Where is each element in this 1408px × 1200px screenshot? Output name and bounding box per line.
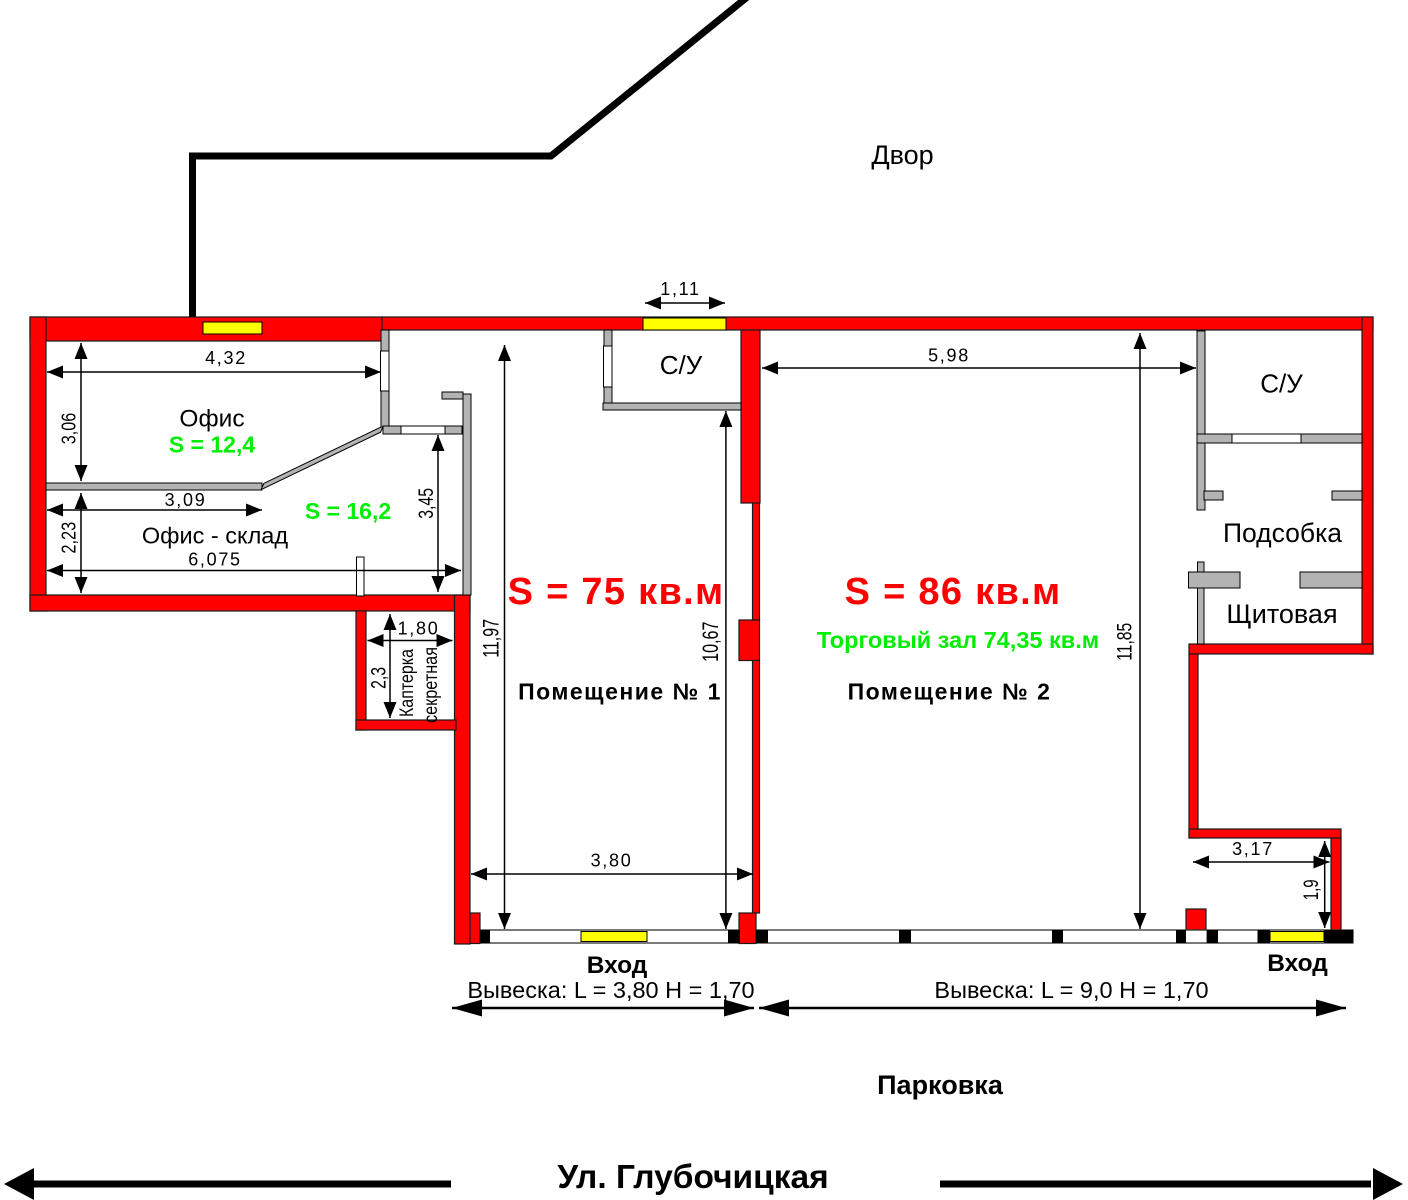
- svg-text:Ул. Глубочицкая: Ул. Глубочицкая: [557, 1159, 828, 1196]
- svg-text:3,06: 3,06: [58, 413, 80, 445]
- svg-text:Офис: Офис: [179, 406, 244, 433]
- svg-text:3,09: 3,09: [165, 490, 207, 510]
- svg-text:2,3: 2,3: [367, 667, 390, 689]
- svg-text:Помещение № 2: Помещение № 2: [848, 679, 1052, 705]
- svg-text:11,85: 11,85: [1113, 623, 1137, 661]
- svg-text:секретная: секретная: [421, 647, 442, 723]
- svg-text:6,075: 6,075: [188, 550, 242, 570]
- svg-text:1,11: 1,11: [660, 279, 701, 299]
- svg-text:Помещение № 1: Помещение № 1: [518, 679, 722, 705]
- svg-text:Парковка: Парковка: [877, 1070, 1004, 1100]
- svg-text:S = 86 кв.м: S = 86 кв.м: [845, 571, 1062, 613]
- svg-text:4,32: 4,32: [205, 348, 247, 368]
- svg-text:S = 16,2: S = 16,2: [305, 498, 391, 524]
- svg-text:10,67: 10,67: [698, 622, 723, 662]
- svg-text:3,17: 3,17: [1232, 839, 1274, 859]
- svg-text:С/У: С/У: [1260, 369, 1303, 399]
- svg-text:Щитовая: Щитовая: [1226, 599, 1337, 629]
- svg-text:Вход: Вход: [587, 952, 648, 979]
- svg-text:Двор: Двор: [871, 140, 933, 170]
- svg-text:3,45: 3,45: [415, 488, 438, 519]
- svg-text:S = 75 кв.м: S = 75 кв.м: [508, 571, 725, 613]
- svg-text:2,23: 2,23: [58, 522, 80, 554]
- svg-text:Каптерка: Каптерка: [397, 649, 418, 717]
- svg-text:1,80: 1,80: [398, 619, 440, 639]
- svg-text:Подсобка: Подсобка: [1223, 518, 1342, 548]
- svg-text:Вход: Вход: [1267, 950, 1328, 977]
- svg-text:С/У: С/У: [660, 350, 703, 380]
- svg-text:S = 12,4: S = 12,4: [169, 432, 256, 458]
- svg-text:Вывеска: L = 3,80 Н = 1,70: Вывеска: L = 3,80 Н = 1,70: [467, 977, 754, 1003]
- svg-text:3,80: 3,80: [591, 851, 633, 871]
- svg-text:5,98: 5,98: [928, 346, 970, 366]
- svg-text:11,97: 11,97: [479, 619, 504, 658]
- svg-text:Вывеска: L = 9,0 Н = 1,70: Вывеска: L = 9,0 Н = 1,70: [934, 977, 1208, 1003]
- svg-text:1,9: 1,9: [1300, 879, 1323, 900]
- svg-text:Торговый зал 74,35 кв.м: Торговый зал 74,35 кв.м: [817, 627, 1099, 653]
- svg-text:Офис - склад: Офис - склад: [142, 523, 288, 549]
